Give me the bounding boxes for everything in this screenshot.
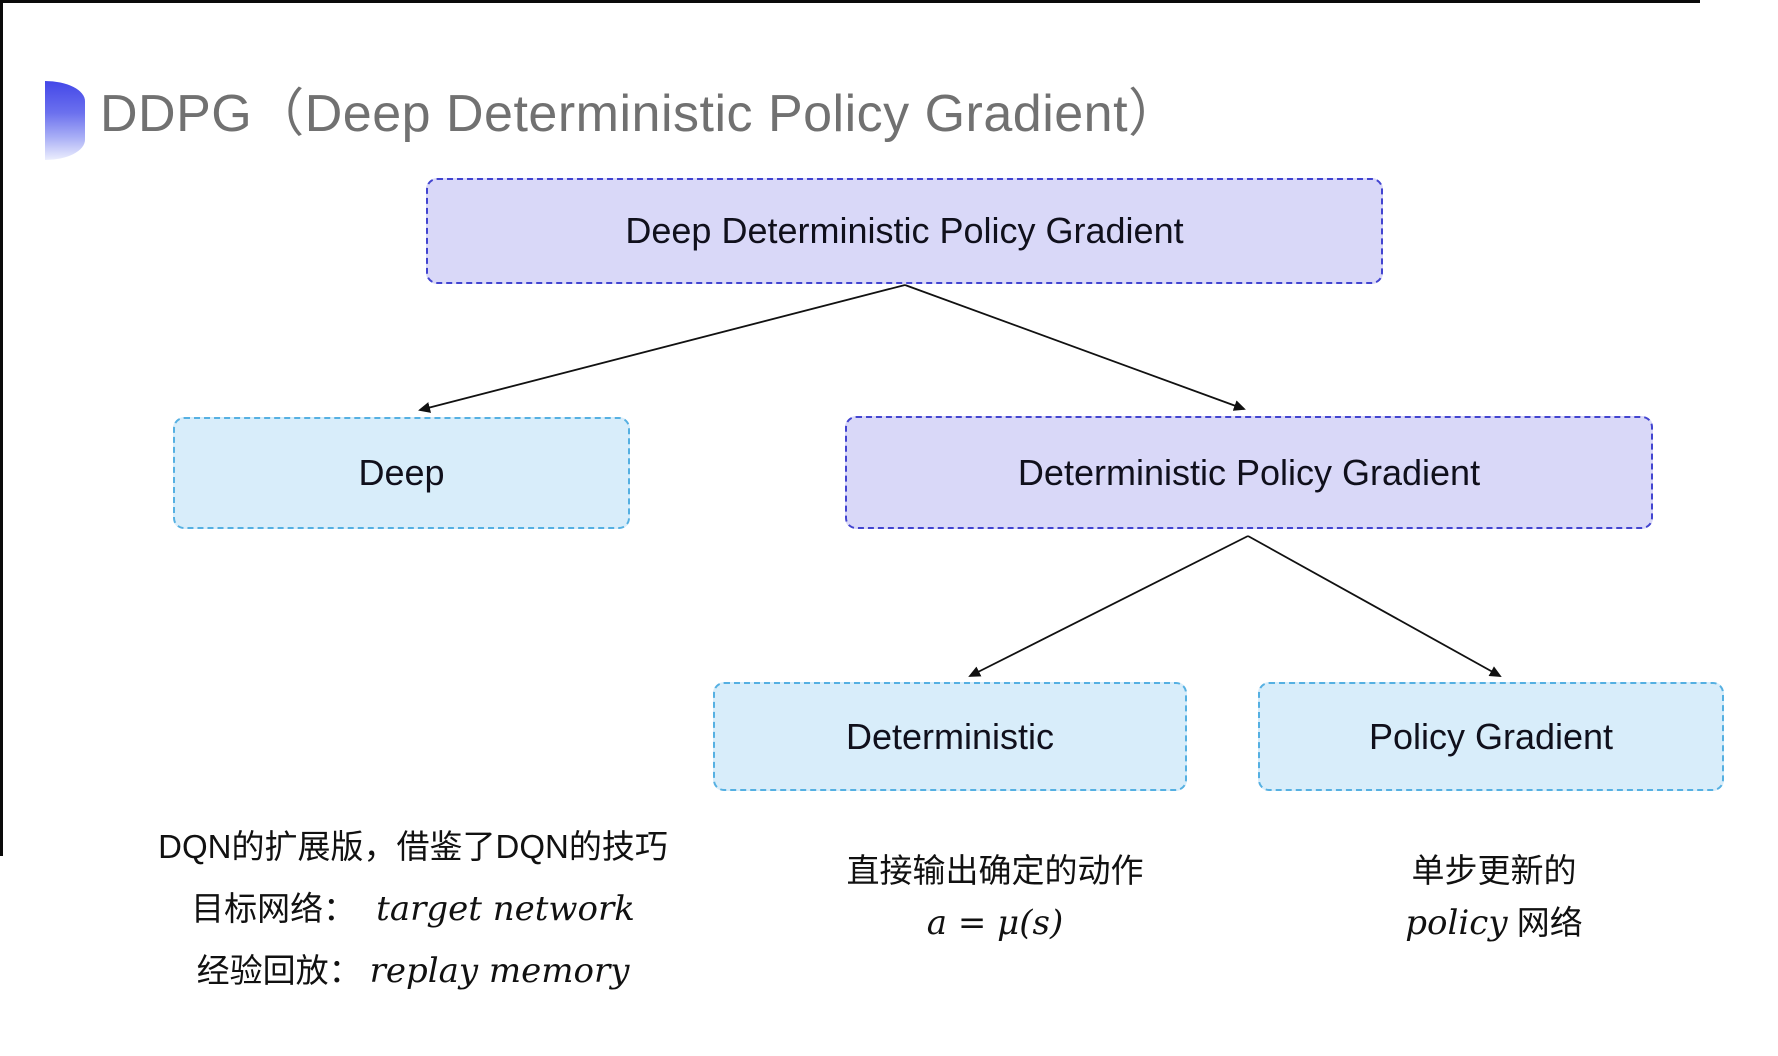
- note-deep-line1: DQN的扩展版，借鉴了DQN的技巧: [158, 828, 668, 865]
- note-policy-gradient-line1: 单步更新的: [1411, 852, 1577, 889]
- arrow-root-to-dpg: [904, 284, 1246, 411]
- window-border-top: [0, 0, 1700, 3]
- node-deterministic: Deterministic: [713, 682, 1187, 791]
- note-deep: DQN的扩展版，借鉴了DQN的技巧 目标网络： target network 经验…: [113, 827, 713, 991]
- arrow-dpg-to-deterministic: [968, 535, 1249, 677]
- note-deep-line3-label: 经验回放：: [196, 952, 362, 989]
- note-policy-gradient-line2-suffix: 网络: [1507, 904, 1583, 941]
- blue-semicircle-icon: [45, 81, 85, 160]
- node-root: Deep Deterministic Policy Gradient: [426, 178, 1383, 284]
- page-title: DDPG（Deep Deterministic Policy Gradient）: [100, 85, 1181, 143]
- node-deep-label: Deep: [358, 452, 445, 493]
- node-deterministic-label: Deterministic: [845, 715, 1055, 757]
- window-border-left: [0, 0, 3, 856]
- arrow-root-to-deep: [418, 284, 906, 413]
- note-deep-line2-label: 目标网络：: [191, 890, 357, 927]
- note-deterministic-line1: 直接输出确定的动作: [846, 852, 1144, 889]
- note-deterministic: 直接输出确定的动作 a = μ(s): [795, 851, 1195, 943]
- node-policy-gradient-label: Policy Gradient: [1368, 715, 1614, 757]
- node-dpg: Deterministic Policy Gradient: [845, 416, 1653, 529]
- note-deep-line2-term: target network: [376, 889, 635, 929]
- node-dpg-label: Deterministic Policy Gradient: [1017, 451, 1481, 493]
- note-deep-line3-term: replay memory: [369, 951, 630, 991]
- note-policy-gradient: 单步更新的 policy 网络: [1294, 851, 1694, 943]
- note-deterministic-formula: a = μ(s): [926, 903, 1064, 943]
- node-root-label: Deep Deterministic Policy Gradient: [625, 210, 1184, 251]
- note-deep-line2: 目标网络： target network: [113, 889, 713, 929]
- node-deep: Deep: [173, 417, 630, 529]
- note-policy-gradient-line2: policy 网络: [1294, 903, 1694, 943]
- arrow-dpg-to-policy-gradient: [1247, 535, 1502, 677]
- note-deep-line3: 经验回放：replay memory: [113, 951, 713, 991]
- node-policy-gradient: Policy Gradient: [1258, 682, 1724, 791]
- note-policy-gradient-line2-term: policy: [1405, 903, 1508, 943]
